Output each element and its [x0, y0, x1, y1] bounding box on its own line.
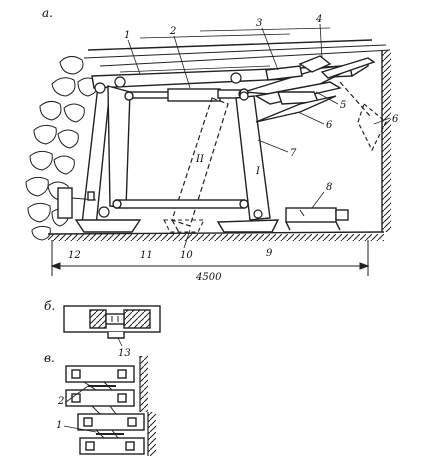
label-12: 12: [68, 250, 81, 261]
label-1: 1: [124, 30, 130, 41]
label-5: 5: [340, 100, 346, 111]
leg-position-II: [171, 97, 229, 235]
rear-box: [57, 187, 97, 219]
label-6-rod: 6: [392, 114, 399, 125]
label-v-1: 1: [56, 420, 62, 431]
hydraulic-jack-2: [124, 88, 248, 102]
label-8: 8: [326, 182, 332, 193]
label-v-2: 2: [57, 396, 64, 407]
view-v-sections: [65, 365, 145, 455]
front-extension: [239, 55, 376, 123]
view-v-label: в.: [44, 351, 55, 365]
label-4: 4: [315, 14, 322, 25]
label-6-cutter: 6: [326, 120, 333, 131]
label-3: 3: [256, 18, 262, 29]
bottom-link-10: [112, 199, 249, 209]
label-2: 2: [169, 26, 176, 37]
face-rod-6: [339, 81, 387, 152]
view-a: а.: [25, 6, 399, 283]
rear-leg: [81, 85, 131, 227]
hinge-points: [94, 72, 263, 219]
base-shoes: [74, 219, 280, 233]
view-v-wall: [139, 356, 156, 456]
part-labels-a: 1 2 3 4 5 6 6 7 I II 8 9 10 11 12: [68, 14, 399, 261]
label-13: 13: [118, 348, 131, 359]
view-b-label: б.: [44, 299, 55, 313]
label-I: I: [255, 166, 261, 177]
roof-strata: [83, 27, 391, 73]
label-II: II: [195, 154, 205, 165]
coal-face: [381, 50, 391, 232]
floor: [47, 231, 385, 241]
view-v: в. 2: [44, 351, 156, 456]
label-10: 10: [180, 250, 193, 261]
label-11: 11: [140, 250, 153, 261]
dimension-label: 4500: [195, 272, 222, 283]
detail-b: [63, 305, 161, 339]
conveyor-8: [285, 207, 349, 231]
dimension-4500: [50, 240, 370, 276]
shoe-position-dashed: [163, 219, 205, 233]
label-9: 9: [266, 248, 273, 259]
view-b: б. 13: [44, 299, 161, 359]
label-7: 7: [290, 148, 297, 159]
view-a-label: а.: [42, 6, 53, 20]
